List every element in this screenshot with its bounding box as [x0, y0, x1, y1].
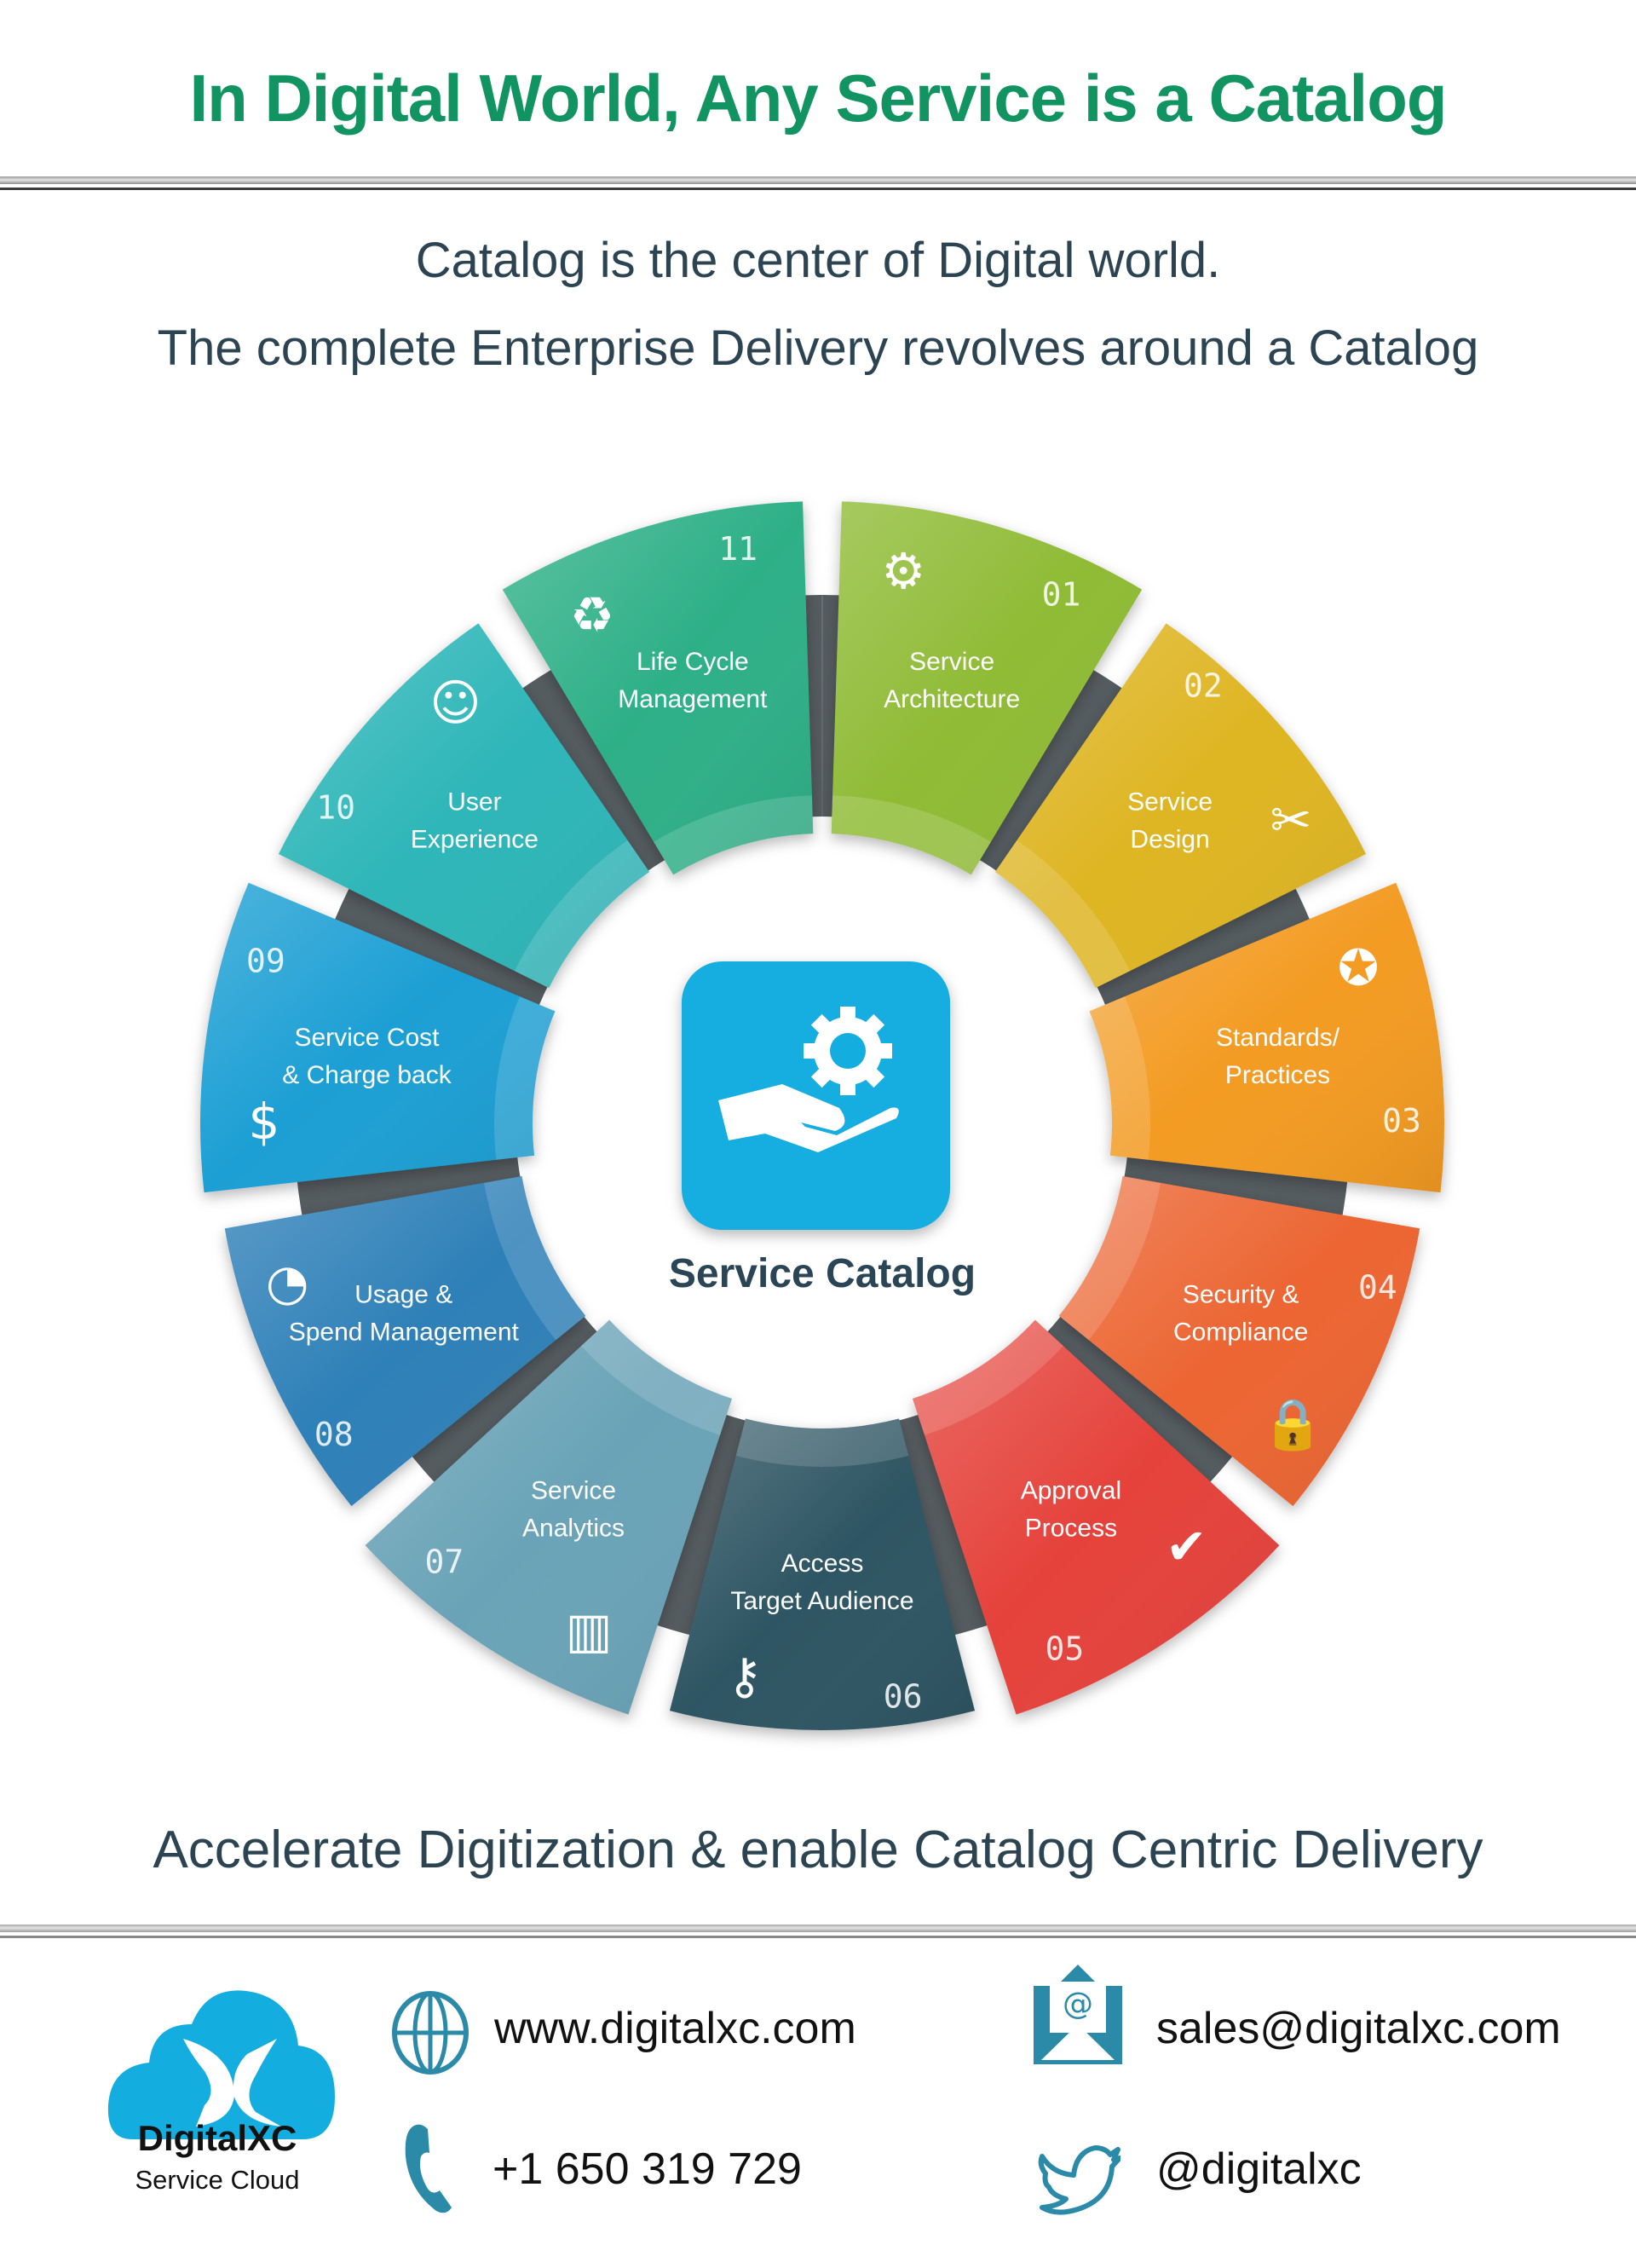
- segment-highlight: [669, 1418, 976, 1730]
- website-link[interactable]: www.digitalxc.com: [494, 2004, 856, 2053]
- bottom-divider: [0, 1925, 1636, 1938]
- segment-label: Standards/Practices: [1216, 1024, 1340, 1089]
- gear-tooth: [840, 1078, 855, 1095]
- segment-inner-band: [831, 795, 991, 875]
- segment-highlight: [994, 623, 1367, 989]
- segment-label: Usage &Spend Management: [289, 1280, 520, 1346]
- segment-inner-band: [493, 996, 556, 1160]
- twitter-handle[interactable]: @digitalxc: [1156, 2144, 1362, 2194]
- segment-number: 06: [884, 1677, 923, 1715]
- segment-highlight: [200, 882, 556, 1193]
- brand-name: DigitalXC: [137, 2118, 297, 2158]
- segment-label: Security &Compliance: [1173, 1280, 1308, 1346]
- segment-inner-band: [1089, 996, 1150, 1160]
- gear-tooth: [810, 1065, 834, 1088]
- tagline: Accelerate Digitization & enable Catalog…: [153, 1821, 1483, 1879]
- segment-inner-band: [735, 1418, 909, 1467]
- gear-tooth: [861, 1065, 885, 1088]
- hand-gear-icon: [718, 1007, 899, 1152]
- segment-inner-band: [994, 840, 1131, 989]
- segment-number: 08: [314, 1416, 354, 1453]
- padlock-check-icon: 🔒: [1262, 1394, 1323, 1452]
- segment-number: 09: [246, 942, 285, 979]
- segment-highlight: [1058, 1176, 1420, 1507]
- segment-number: 03: [1382, 1102, 1421, 1140]
- segment-highlight: [224, 1176, 586, 1507]
- segment-number: 04: [1358, 1269, 1397, 1307]
- segment-highlight: [831, 501, 1143, 875]
- center-catalog: Service Catalog: [669, 961, 976, 1296]
- monitor-chart-icon: ▥: [566, 1601, 613, 1659]
- segment-highlight: [502, 501, 814, 875]
- gear-tooth: [875, 1043, 892, 1059]
- phone-icon: [405, 2124, 452, 2213]
- segment-highlight: [912, 1319, 1280, 1715]
- subtitle-line-2: The complete Enterprise Delivery revolve…: [157, 320, 1479, 376]
- page-title: In Digital World, Any Service is a Catal…: [189, 61, 1447, 136]
- dollar-return-icon: $: [249, 1093, 280, 1151]
- document-check-icon: ✔: [1166, 1517, 1207, 1575]
- email-link[interactable]: sales@digitalxc.com: [1156, 2004, 1561, 2053]
- phone-number[interactable]: +1 650 319 729: [493, 2144, 802, 2194]
- wheel-segment-08[interactable]: Usage &Spend Management 08 ◔: [224, 1176, 586, 1507]
- globe-icon: [392, 1991, 469, 2075]
- segment-inner-band: [654, 795, 814, 875]
- wheel-segment-09[interactable]: Service Cost& Charge back 09 $: [200, 882, 556, 1193]
- segment-number: 02: [1184, 667, 1223, 705]
- digitalxc-logo-icon[interactable]: [107, 1977, 337, 2148]
- segment-inner-band: [1058, 1176, 1161, 1341]
- brand-subtitle: Service Cloud: [135, 2165, 300, 2195]
- segment-inner-band: [912, 1319, 1063, 1435]
- segment-highlight: [1089, 882, 1445, 1193]
- award-checklist-icon: ✪: [1338, 938, 1380, 996]
- wheel-segment-04[interactable]: Security &Compliance 04 🔒: [1058, 1176, 1420, 1507]
- segment-highlight: [278, 623, 650, 989]
- wheel-segment-03[interactable]: Standards/Practices 03 ✪: [1089, 882, 1445, 1193]
- gear-tooth: [861, 1013, 885, 1037]
- segment-number: 07: [424, 1543, 464, 1580]
- email-icon: @: [1034, 1965, 1122, 2064]
- smiley-icon: ☺: [429, 673, 481, 731]
- segment-inner-band: [581, 1319, 733, 1435]
- wrench-screwdriver-icon: ✂: [1270, 791, 1312, 849]
- gauges-icon: ◔: [266, 1254, 309, 1312]
- segment-inner-band: [484, 1176, 586, 1341]
- segment-number: 10: [316, 789, 355, 827]
- box-gear-icon: ⚙: [881, 542, 925, 600]
- center-label: Service Catalog: [669, 1251, 976, 1296]
- gear-tooth: [804, 1043, 821, 1059]
- twitter-icon: [1038, 2145, 1120, 2215]
- segment-label: Service Cost& Charge back: [282, 1024, 452, 1089]
- segment-number: 11: [718, 530, 758, 568]
- segment-number: 05: [1046, 1630, 1085, 1668]
- center-icon-tile[interactable]: [682, 961, 950, 1230]
- segment-highlight: [365, 1319, 733, 1715]
- segment-number: 01: [1042, 576, 1081, 614]
- top-divider: [0, 176, 1636, 190]
- gear-tooth: [840, 1007, 855, 1024]
- segment-inner-band: [514, 840, 650, 989]
- lifecycle-box-icon: ♻: [570, 586, 614, 643]
- hand-key-icon: ⚷: [727, 1648, 763, 1705]
- gear-tooth: [810, 1013, 834, 1037]
- subtitle-line-1: Catalog is the center of Digital world.: [415, 233, 1221, 288]
- svg-text:@: @: [1063, 1987, 1093, 2022]
